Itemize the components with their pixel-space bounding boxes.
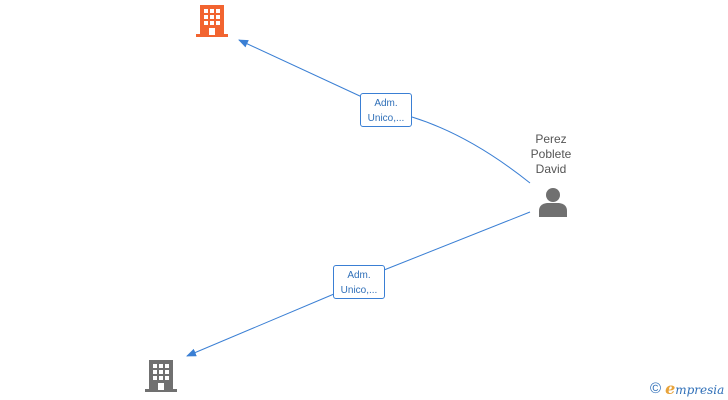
person-name-line: Perez [535, 132, 567, 146]
edge-label[interactable]: Adm. Unico,... [360, 93, 412, 127]
edge-label-line: Adm. [374, 98, 398, 109]
person-name-line: Poblete [530, 147, 572, 161]
edge-line-1 [411, 116, 531, 184]
building-icon[interactable] [145, 358, 177, 392]
person-name-line: David [535, 162, 567, 176]
person-name[interactable]: Perez Poblete David [515, 132, 587, 177]
brand-name: empresia [665, 378, 725, 398]
edge-label-line: Adm. [347, 270, 371, 281]
edge-arrow-1 [238, 39, 363, 98]
edge-label[interactable]: Adm. Unico,... [333, 265, 385, 299]
edge-arrow-2 [186, 293, 335, 357]
edge-line-2 [383, 211, 531, 271]
edge-label-line: Unico,... [367, 113, 405, 124]
person-icon[interactable] [538, 187, 568, 217]
building-icon[interactable] [196, 3, 228, 37]
copyright-icon: © [650, 379, 662, 397]
edge-label-line: Unico,... [340, 285, 378, 296]
brand-logo: © empresia [650, 378, 724, 398]
